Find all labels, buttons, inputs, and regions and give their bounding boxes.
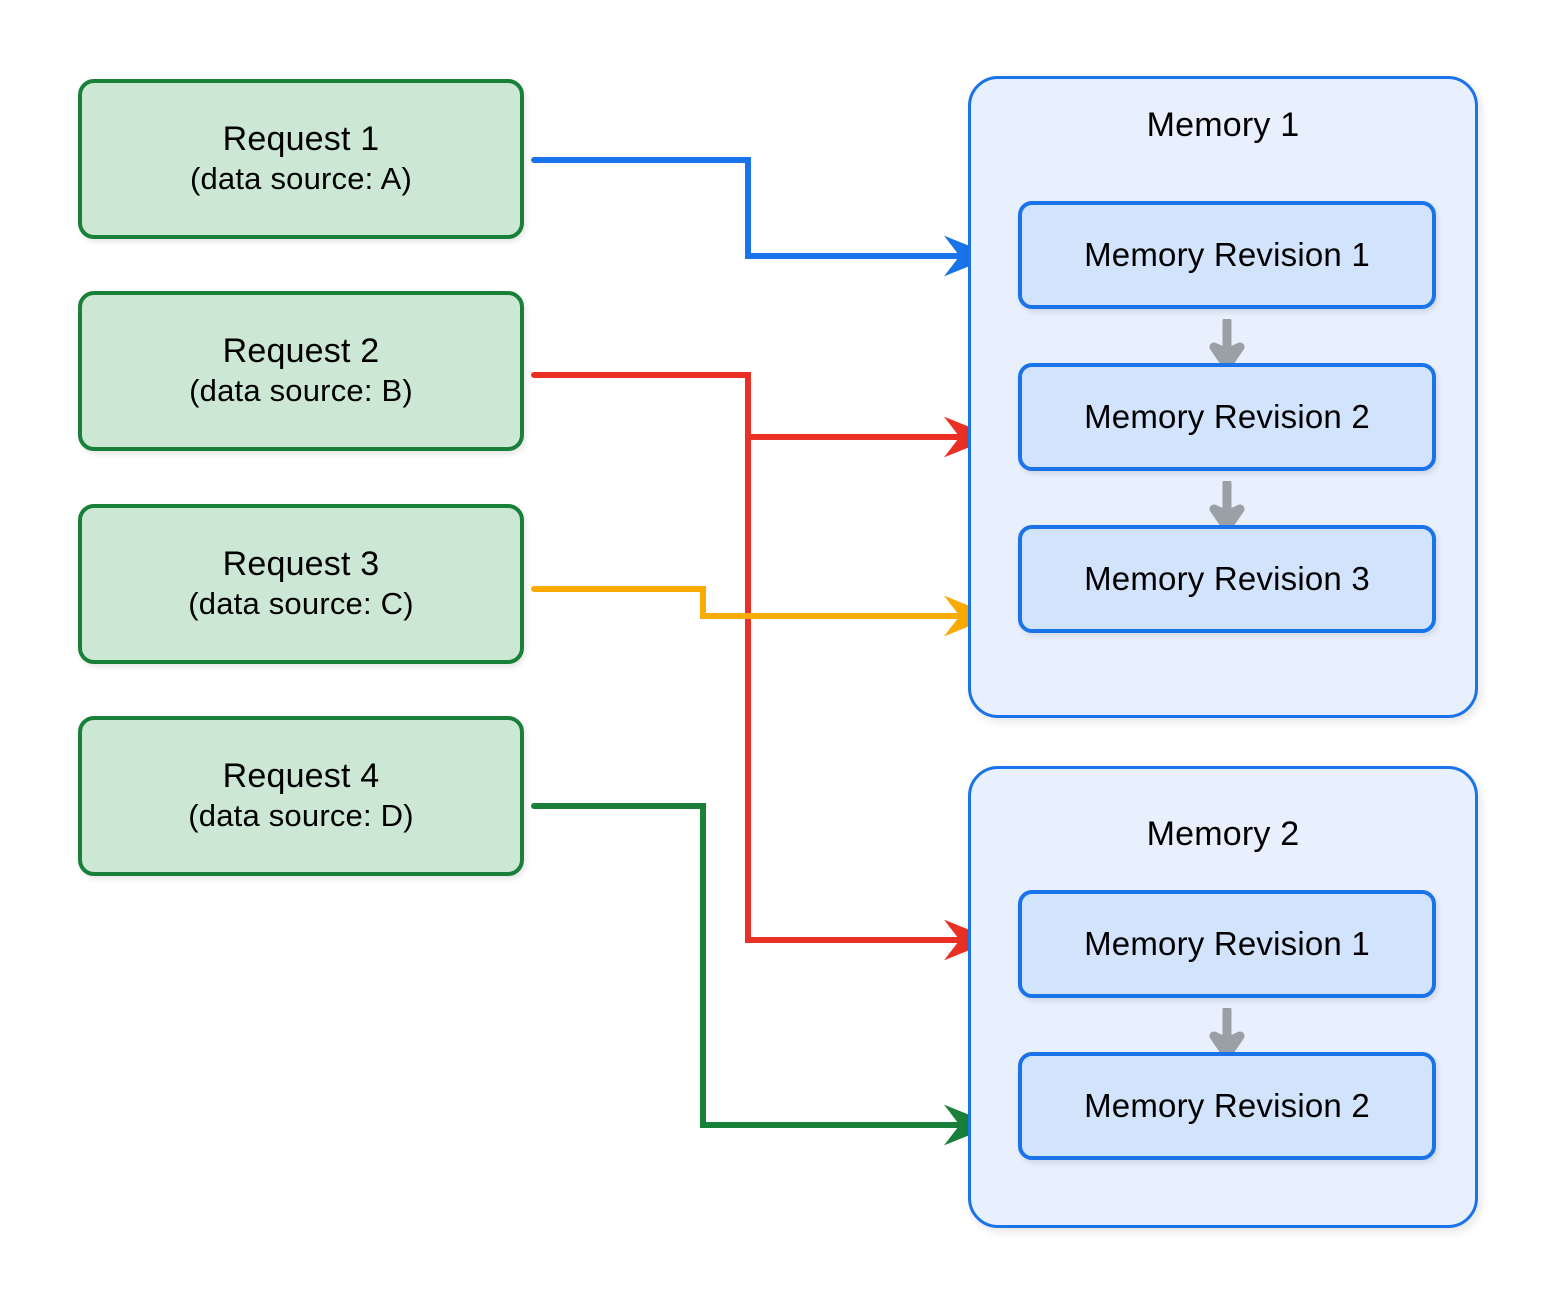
request-title: Request 4 [222,756,380,795]
down-arrow-icon [1209,481,1245,531]
connector-request1-to-memory1-revision1 [531,157,995,277]
memory1-revision-box-1[interactable]: Memory Revision 1 [1018,201,1436,309]
revision-label: Memory Revision 2 [1084,398,1370,435]
revision-label: Memory Revision 3 [1084,560,1370,597]
down-arrow-icon [1209,1008,1245,1058]
memory-title: Memory 1 [1146,106,1300,144]
request-title: Request 1 [222,119,380,158]
request-detail: (data source: C) [188,586,414,622]
memory-container-1[interactable]: Memory 1 Memory Revision 1 Memory Revisi… [968,76,1478,718]
request-title: Request 2 [222,331,380,370]
revision-label: Memory Revision 1 [1084,236,1370,273]
request-box-1[interactable]: Request 1 (data source: A) [78,79,524,239]
memory2-revision-box-2[interactable]: Memory Revision 2 [1018,1052,1436,1160]
memory2-revision-box-1[interactable]: Memory Revision 1 [1018,890,1436,998]
request-detail: (data source: A) [189,161,413,197]
request-detail: (data source: B) [189,373,413,409]
request-box-2[interactable]: Request 2 (data source: B) [78,291,524,451]
memory-title: Memory 2 [1146,815,1300,853]
request-box-4[interactable]: Request 4 (data source: D) [78,716,524,876]
request-detail: (data source: D) [188,798,414,834]
connector-request2-to-memory2-revision1 [531,372,995,961]
memory1-revision-box-3[interactable]: Memory Revision 3 [1018,525,1436,633]
memory-container-2[interactable]: Memory 2 Memory Revision 1 Memory Revisi… [968,766,1478,1228]
connector-request3-to-memory1-revision3 [531,586,995,637]
revision-label: Memory Revision 2 [1084,1087,1370,1124]
down-arrow-icon [1209,319,1245,369]
connector-request4-to-memory2-revision2 [531,803,995,1146]
request-box-3[interactable]: Request 3 (data source: C) [78,504,524,664]
request-title: Request 3 [222,544,380,583]
memory1-revision-box-2[interactable]: Memory Revision 2 [1018,363,1436,471]
revision-label: Memory Revision 1 [1084,925,1370,962]
